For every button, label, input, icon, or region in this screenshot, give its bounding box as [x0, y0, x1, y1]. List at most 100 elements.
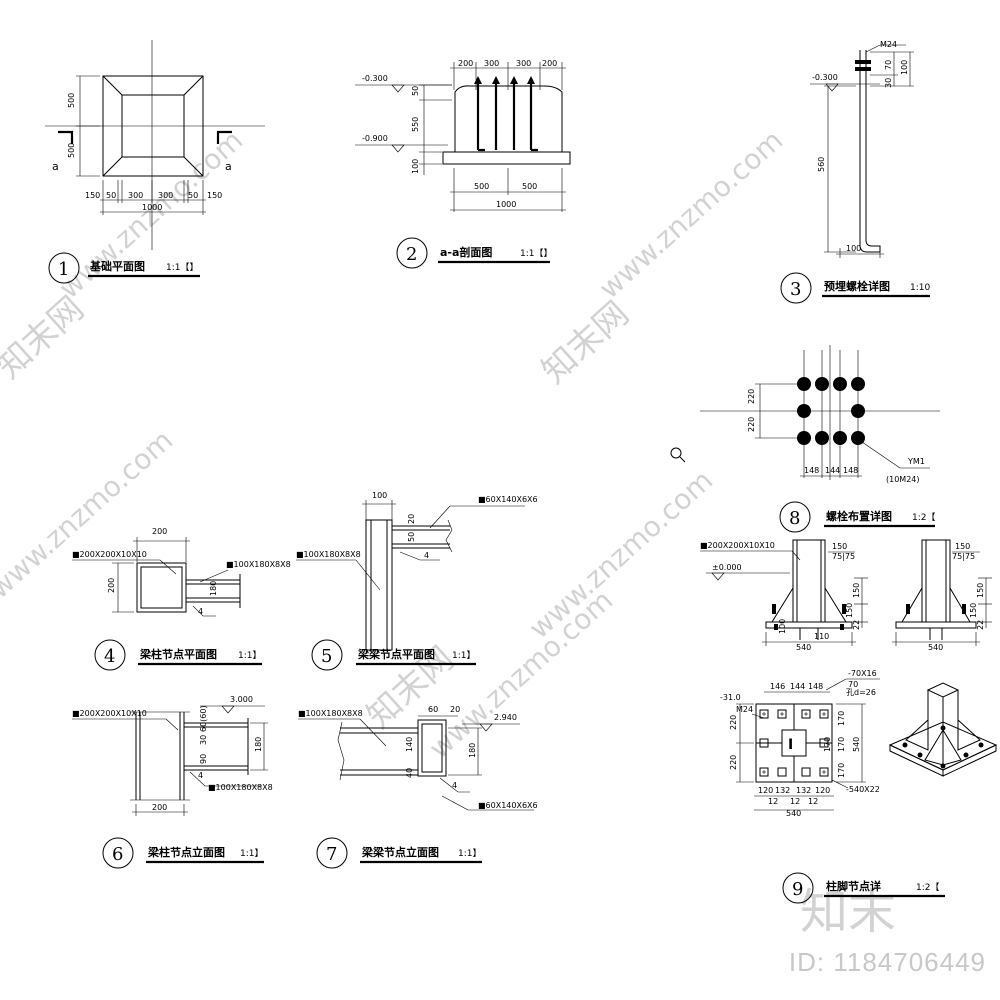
d6-beam-label: ■100X180X8X8 — [208, 783, 273, 792]
d7-dim-40: 40 — [405, 768, 414, 778]
watermark-site-2: www.znzmo.com — [593, 124, 790, 306]
d9-right-dim-150-top: 150 — [955, 542, 970, 551]
detail-1-title: 基础平面图 — [89, 259, 145, 273]
d9-dim-22: 22 — [852, 620, 861, 630]
watermark-brand-big: 知末 — [800, 884, 896, 940]
d9-plan-dim-220-top: 220 — [729, 715, 738, 730]
detail-8-scale: 1:2【 — [912, 512, 936, 523]
d6-elev: 3.000 — [230, 695, 253, 704]
d2-dim-50: 50 — [411, 86, 420, 96]
detail-2-number: 2 — [406, 244, 417, 265]
detail-9-number: 9 — [792, 879, 803, 900]
d9-dim-150-top: 150 — [832, 542, 847, 551]
d3-dim-70: 70 — [884, 60, 893, 70]
d9-dim-100: 100 — [778, 619, 787, 634]
d9-plan-dim-12-b: 12 — [790, 797, 800, 806]
d3-dim-560: 560 — [817, 157, 826, 172]
d9-plan-dim-170-d: 170 — [837, 763, 846, 778]
d1-dim-300-left: 300 — [128, 191, 143, 200]
d6-dim-90: 90 — [199, 754, 208, 764]
d7-dim-60: 60 — [428, 705, 438, 714]
d8-dim-220-bottom: 220 — [747, 417, 756, 432]
watermark-brand-2: 知末网 — [534, 294, 637, 392]
d8-bolt-label-count: (10M24) — [886, 475, 920, 484]
d9-right-dim-150-low: 150 — [969, 603, 978, 618]
detail-8-bolt-layout: 220 220 148 144 148 YM1 (10M24) 8 螺栓布置详图… — [700, 345, 940, 533]
d7-dim-180: 180 — [468, 743, 477, 758]
watermark-brand-1: 知末网 — [0, 289, 92, 387]
d9-right-dim-75: 75|75 — [952, 552, 975, 561]
detail-4-title: 梁柱节点平面图 — [139, 647, 217, 661]
d4-beam-label: ■100X180X8X8 — [226, 560, 291, 569]
detail-7-beam-beam-elevation: ■100X180X8X8 60 20 2.940 140 40 180 4 ■6… — [298, 705, 538, 869]
d1-section-a-right: a — [225, 160, 232, 173]
d1-dim-300-right: 300 — [158, 191, 173, 200]
d9-bolt-label: M24 — [736, 705, 753, 714]
d5-dim-top-100: 100 — [372, 491, 387, 500]
detail-1-scale: 1:1【】 — [166, 262, 199, 273]
d9-right-dim-150-mid: 150 — [976, 583, 985, 598]
d6-dim-180: 180 — [254, 737, 263, 752]
d9-base-plate-label: -540X22 — [846, 785, 880, 794]
detail-7-title: 梁梁节点立面图 — [361, 845, 439, 859]
watermark-id: ID: 1184706449 — [788, 947, 986, 977]
d3-bolt-size: M24 — [880, 40, 897, 49]
d8-dim-148-right: 148 — [843, 466, 858, 475]
d2-dim-top-300-right: 300 — [516, 59, 531, 68]
d2-dim-100: 100 — [411, 159, 420, 174]
d8-dim-220-top: 220 — [747, 389, 756, 404]
d9-plan-column-mark: I — [788, 737, 793, 753]
watermark-site-4: www.znzmo.com — [523, 464, 720, 646]
d9-right-dim-22: 22 — [976, 620, 985, 630]
d9-plan-dim-12-c: 12 — [808, 797, 818, 806]
watermark-site-1: www.znzmo.com — [53, 124, 250, 306]
detail-1-number: 1 — [58, 259, 69, 280]
detail-5-beam-beam-plan: 100 ■60X140X6X6 20 50 4 ■100X180X8X8 5 梁… — [296, 491, 538, 671]
d6-dim-bottom-200: 200 — [152, 803, 167, 812]
d2-dim-bottom-total: 1000 — [496, 200, 516, 209]
d1-dim-500-top: 500 — [67, 93, 76, 108]
d9-plan-dim-120-right: 120 — [815, 786, 830, 795]
d2-dim-bottom-500-left: 500 — [474, 182, 489, 191]
detail-6-number: 6 — [112, 844, 123, 865]
d2-dim-top-200-left: 200 — [458, 59, 473, 68]
detail-6-scale: 1:1】 — [240, 848, 264, 859]
d8-dim-144: 144 — [825, 466, 840, 475]
d7-elev: 2.940 — [494, 713, 517, 722]
zoom-icon[interactable] — [670, 447, 686, 463]
d5-dim-20: 20 — [407, 514, 416, 524]
d2-dim-550: 550 — [411, 117, 420, 132]
d1-dim-150-left: 150 — [85, 191, 100, 200]
d9-plan-dim-12-a: 12 — [768, 797, 778, 806]
d7-dim-140: 140 — [405, 737, 414, 752]
d2-dim-bottom-500-right: 500 — [522, 182, 537, 191]
d4-dim-left-200: 200 — [107, 578, 116, 593]
d9-dim-150-mid: 150 — [852, 583, 861, 598]
d2-elev-top: -0.300 — [362, 74, 388, 83]
d9-plan-dim-170-c: 170 — [837, 737, 846, 752]
d3-dim-30: 30 — [884, 78, 893, 88]
d9-right-dim-540: 540 — [928, 643, 943, 652]
d4-weld-4: 4 — [198, 607, 203, 616]
d2-elev-bottom: -0.900 — [362, 134, 388, 143]
d7-plate-label: ■60X140X6X6 — [478, 801, 538, 810]
d6-dim-30: 30 — [199, 735, 208, 745]
detail-8-number: 8 — [789, 508, 800, 529]
watermark-site-3: www.znzmo.com — [0, 424, 179, 606]
d9-plan-dim-540-right: 540 — [852, 737, 861, 752]
detail-6-title: 梁柱节点立面图 — [147, 845, 225, 859]
detail-2-title: a-a剖面图 — [440, 245, 492, 259]
detail-1-foundation-plan: a a 500 500 150 50 300 300 50 150 1000 1… — [45, 40, 265, 284]
d8-bolt-label: YM1 — [907, 457, 925, 466]
d9-dim-110: 110 — [814, 632, 829, 641]
d8-dim-148-left: 148 — [804, 466, 819, 475]
d9-hole-label: 孔d=26 — [846, 688, 876, 697]
d9-dim-148: 148 — [808, 682, 823, 691]
d6-weld-4: 4 — [198, 771, 203, 780]
detail-3-anchor-bolt: M24 -0.300 70 100 30 560 100 3 — [780, 40, 930, 304]
detail-7-scale: 1:1】 — [458, 848, 482, 859]
detail-5-scale: 1:1】 — [452, 650, 476, 661]
d9-plate-label: -70X16 — [848, 669, 877, 678]
d5-plate-label: ■60X140X6X6 — [478, 495, 538, 504]
detail-2-section-aa: 200 300 300 200 -0.300 -0.900 50 550 1 — [355, 59, 571, 269]
